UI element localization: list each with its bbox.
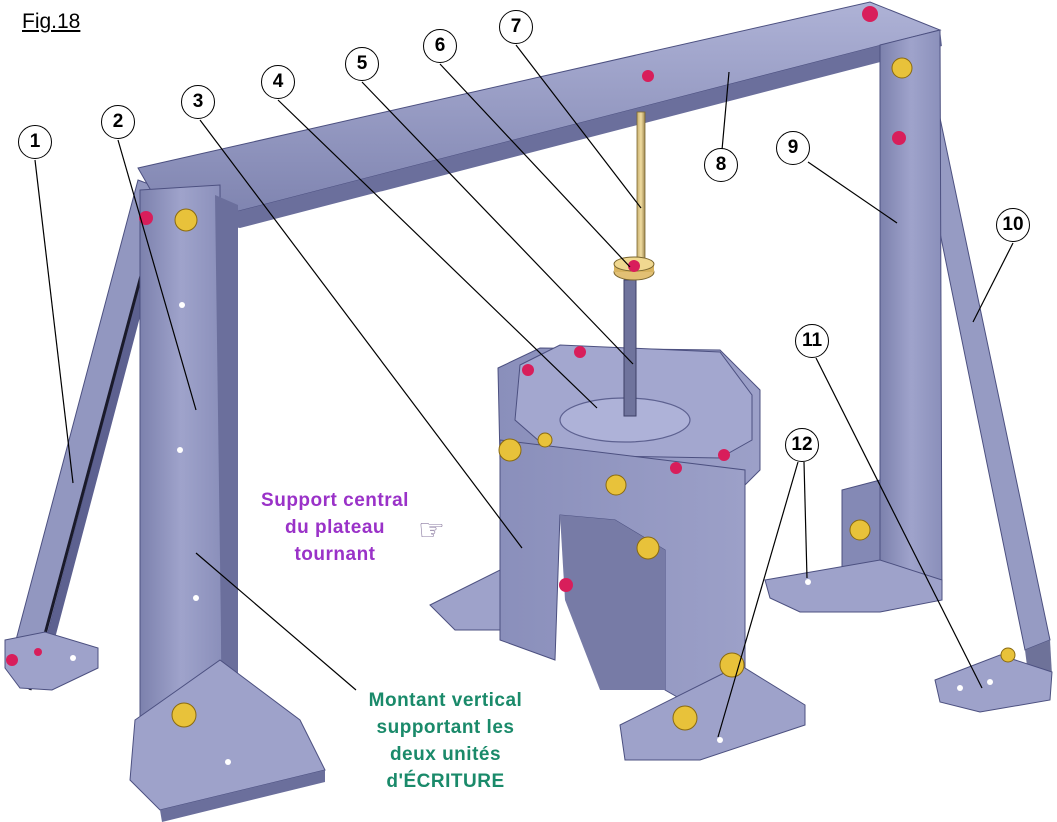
callout-4: 4	[261, 65, 295, 99]
vertical-post-note-line-1: Montant vertical	[368, 690, 523, 711]
central-support-note: Support central du plateau tournant	[240, 487, 430, 568]
right-diagonal-leg	[914, 109, 1053, 713]
right-post	[764, 29, 943, 613]
central-support-note-line-1: Support central	[261, 490, 409, 511]
callout-9: 9	[776, 131, 810, 165]
callout-8: 8	[704, 148, 738, 182]
callout-6: 6	[423, 29, 457, 63]
left-post	[129, 184, 326, 822]
callout-3: 3	[181, 85, 215, 119]
callout-5: 5	[345, 47, 379, 81]
leader-lines	[34, 44, 1014, 738]
central-support-note-line-2: du plateau	[284, 517, 385, 538]
vertical-post-note-line-4: d'ÉCRITURE	[386, 771, 505, 792]
left-diagonal-leg	[4, 179, 172, 691]
callout-11: 11	[795, 324, 829, 358]
pointing-hand-icon: ☞	[418, 513, 445, 548]
vertical-post-note-line-3: deux unités	[389, 744, 502, 765]
vertical-post-note-line-2: supportant les	[376, 717, 515, 738]
callout-12: 12	[785, 428, 819, 462]
callout-2: 2	[101, 105, 135, 139]
callout-1: 1	[18, 125, 52, 159]
top-beam	[137, 1, 942, 228]
callout-10: 10	[996, 208, 1030, 242]
callout-7: 7	[499, 10, 533, 44]
vertical-post-note: Montant vertical supportant les deux uni…	[343, 687, 548, 795]
figure-title: Fig.18	[22, 10, 81, 33]
central-support-note-line-3: tournant	[294, 544, 376, 565]
